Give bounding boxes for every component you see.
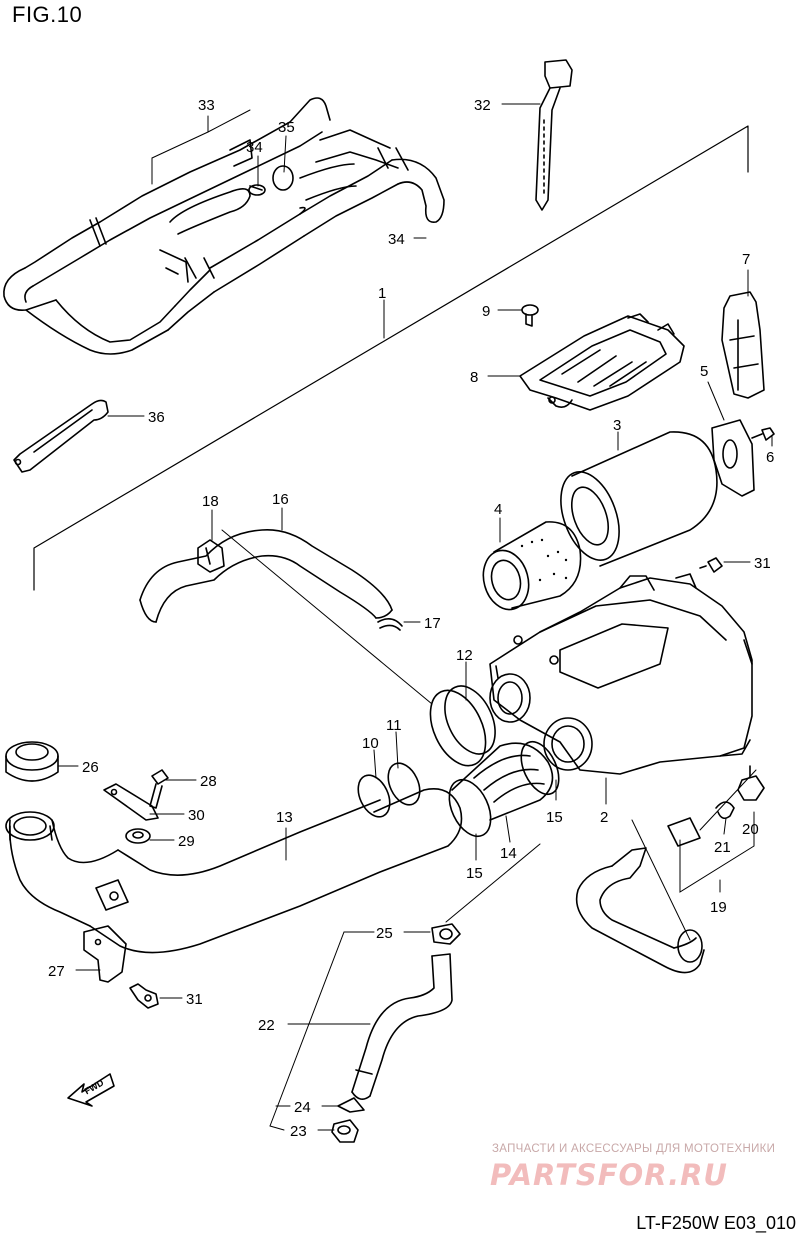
callout-7: 7 xyxy=(742,251,750,268)
leader-line-10 xyxy=(373,749,377,779)
callout-labels: 1 2 3 4 5 6 7 8 9 10 11 12 13 14 15 15 1… xyxy=(48,97,774,1140)
leader-line-5 xyxy=(707,381,725,421)
callout-11: 11 xyxy=(386,717,402,734)
ring-part-11 xyxy=(387,762,421,806)
clip-part-17 xyxy=(377,618,403,631)
callout-25: 25 xyxy=(376,925,393,942)
callout-36: 36 xyxy=(148,409,165,426)
screw-part-31-upper xyxy=(699,557,723,573)
callout-18: 18 xyxy=(202,493,219,510)
callout-3: 3 xyxy=(613,417,621,434)
callout-22: 22 xyxy=(258,1017,275,1034)
callout-24: 24 xyxy=(294,1099,311,1116)
leader-line-21 xyxy=(723,817,727,835)
ring-part-12 xyxy=(429,685,496,767)
figure-code: LT-F250W E03_010 xyxy=(636,1213,796,1233)
clip-part-24 xyxy=(337,1097,365,1113)
part-7-holder xyxy=(721,291,765,399)
watermark-logo: PARTSFOR.RU xyxy=(490,1158,728,1192)
leader-line-2-to-19 xyxy=(631,769,757,941)
leader-line-18 xyxy=(211,509,433,705)
callout-10: 10 xyxy=(362,735,379,752)
callout-23: 23 xyxy=(290,1123,307,1140)
hose-part-16 xyxy=(139,529,393,623)
callout-20: 20 xyxy=(742,821,759,838)
leader-line-11 xyxy=(395,731,399,769)
strap-part-32 xyxy=(535,59,573,211)
leader-line-33 xyxy=(151,109,251,185)
bracket-part-36 xyxy=(13,399,109,473)
air-cleaner-box-part-2 xyxy=(489,573,753,775)
callout-16: 16 xyxy=(272,491,289,508)
callout-17: 17 xyxy=(424,615,441,632)
callout-32: 32 xyxy=(474,97,491,114)
screw-part-9 xyxy=(521,304,539,327)
grommet-part-26 xyxy=(5,741,59,782)
leader-line-23 xyxy=(269,1125,335,1131)
clamp-part-15 xyxy=(448,740,560,838)
callout-19: 19 xyxy=(710,899,727,916)
filter-part-4 xyxy=(482,521,582,611)
callout-33: 33 xyxy=(198,97,215,114)
callout-21: 21 xyxy=(714,839,731,856)
boot-part-14 xyxy=(451,742,554,821)
callout-27: 27 xyxy=(48,963,65,980)
forward-direction-arrow xyxy=(67,1073,115,1107)
assembly-bracket xyxy=(33,125,749,591)
callout-13: 13 xyxy=(276,809,293,826)
leader-line-14-to-25 xyxy=(445,843,541,923)
callout-31b: 31 xyxy=(186,991,203,1008)
callout-28: 28 xyxy=(200,773,217,790)
callout-9: 9 xyxy=(482,303,490,320)
callout-34b: 34 xyxy=(388,231,405,248)
callout-30: 30 xyxy=(188,807,205,824)
callout-14: 14 xyxy=(500,845,517,862)
callout-2: 2 xyxy=(600,809,608,826)
screw-part-6 xyxy=(751,427,775,441)
callout-34a: 34 xyxy=(246,139,263,156)
leader-line-14 xyxy=(505,815,511,843)
callout-26: 26 xyxy=(82,759,99,776)
leader-line-19 xyxy=(679,811,755,893)
intake-pipe-part-13 xyxy=(5,788,463,954)
clamp-part-18 xyxy=(197,539,225,573)
part-5-element xyxy=(711,419,755,497)
callout-1: 1 xyxy=(378,285,386,302)
clamp-part-25 xyxy=(431,923,461,945)
callout-15b: 15 xyxy=(466,865,483,882)
fitting-part-20 xyxy=(737,765,765,801)
callout-4: 4 xyxy=(494,501,502,518)
callout-35: 35 xyxy=(278,119,295,136)
breather-hose-part-19 xyxy=(575,817,705,974)
leader-line-25 xyxy=(269,931,431,1127)
bolt-part-31-lower xyxy=(129,983,159,1009)
cover-part-8 xyxy=(519,313,685,411)
callout-31a: 31 xyxy=(754,555,771,572)
clip-part-21 xyxy=(715,801,735,820)
callout-6: 6 xyxy=(766,449,774,466)
callout-15a: 15 xyxy=(546,809,563,826)
plug-part-23 xyxy=(331,1119,359,1143)
bolt-part-28 xyxy=(149,769,169,809)
vent-hose-part-33 xyxy=(3,97,445,355)
figure-title: FIG.10 xyxy=(12,2,83,27)
leader-line-35 xyxy=(283,135,287,173)
washer-part-29 xyxy=(125,828,151,844)
filter-element-part-3 xyxy=(560,431,718,567)
callout-5: 5 xyxy=(700,363,708,380)
drain-hose-part-22 xyxy=(351,953,453,1100)
ring-part-10 xyxy=(357,774,391,818)
callout-29: 29 xyxy=(178,833,195,850)
bracket-part-27 xyxy=(83,925,127,983)
bracket-part-30 xyxy=(103,783,159,821)
callout-8: 8 xyxy=(470,369,478,386)
callout-12: 12 xyxy=(456,647,473,664)
watermark-caption: ЗАПЧАСТИ И АКСЕССУАРЫ ДЛЯ МОТОТЕХНИКИ xyxy=(492,1143,776,1155)
